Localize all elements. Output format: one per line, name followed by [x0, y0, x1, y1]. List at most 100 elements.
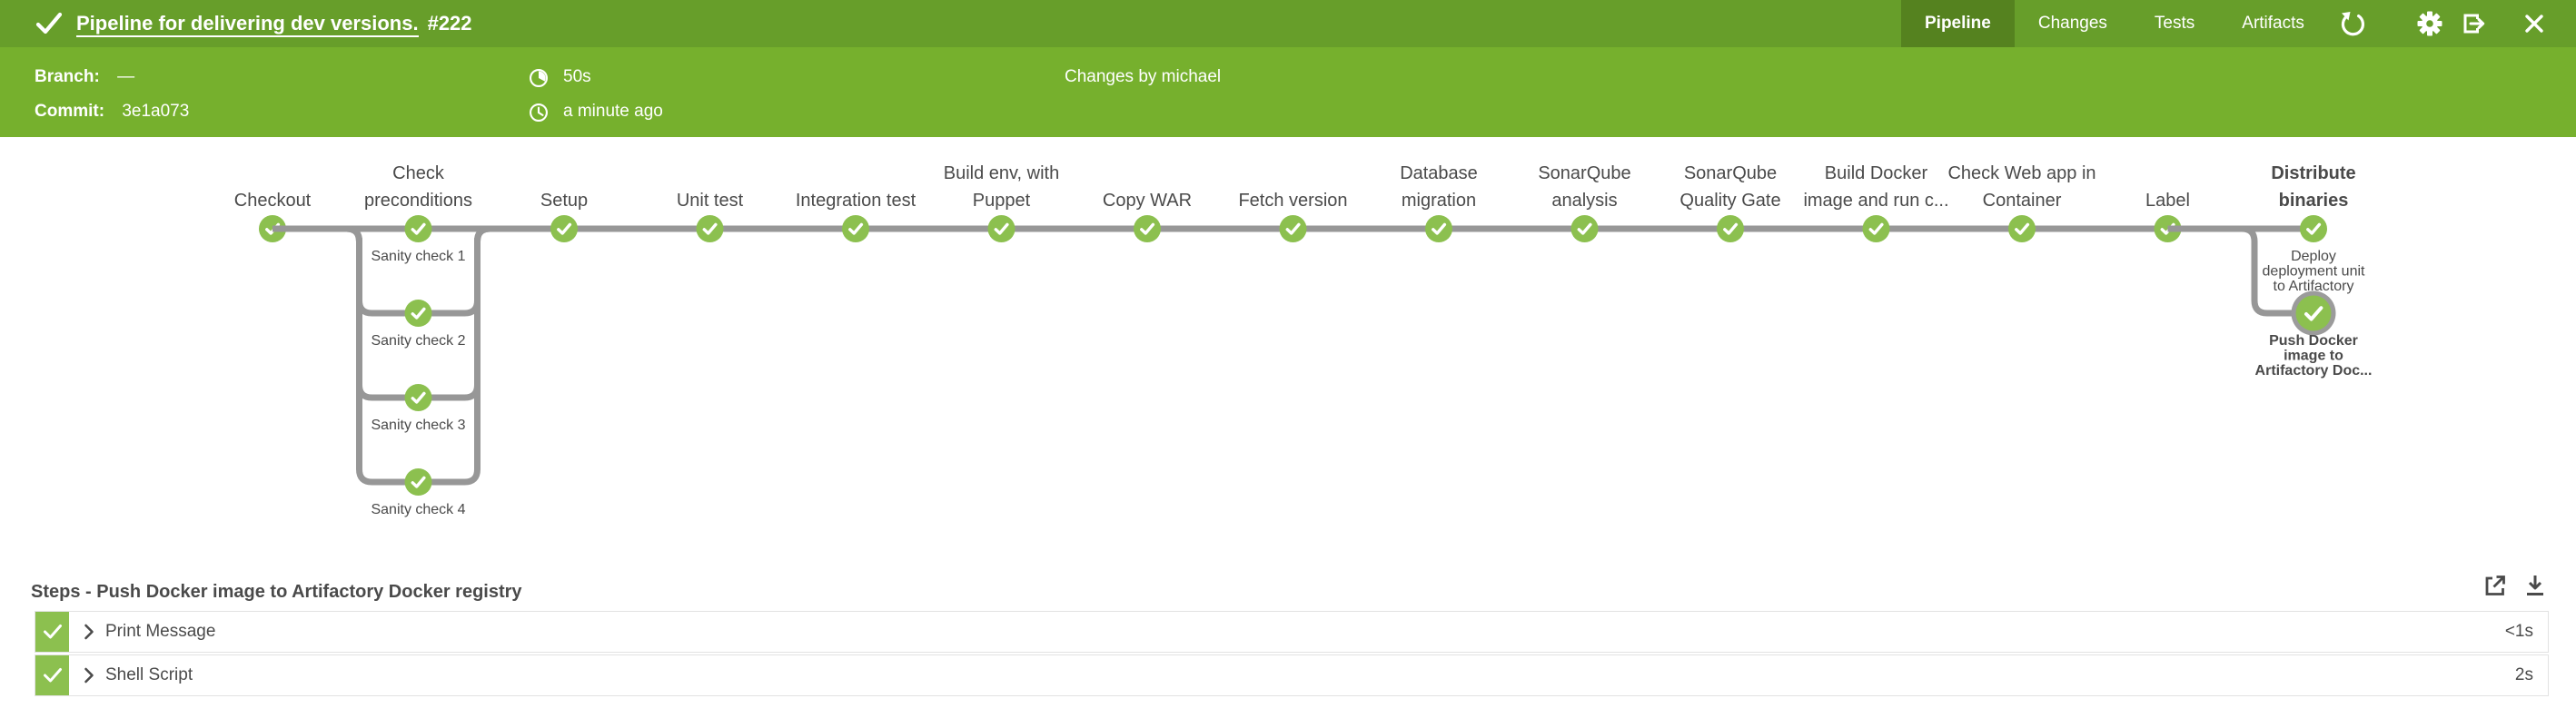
stage-node[interactable]: [1570, 215, 1599, 242]
node-check-icon: [1432, 222, 1447, 235]
stage-label: Database: [1400, 163, 1478, 183]
pipeline-edge: [272, 225, 419, 486]
pipeline-edge: [2167, 225, 2313, 317]
stage-label: analysis: [1551, 191, 1617, 211]
stage-label: Build env, with: [944, 163, 1059, 183]
run-duration: 50s: [563, 67, 591, 86]
stage-label: migration: [1402, 191, 1476, 211]
step-row[interactable]: Print Message<1s: [35, 611, 2549, 653]
stage-node[interactable]: [1134, 215, 1161, 242]
open-in-new-icon[interactable]: [2481, 571, 2510, 602]
clock-icon: [530, 103, 548, 122]
stage-label: Unit test: [677, 191, 744, 211]
node-check-icon: [411, 391, 426, 404]
rerun-icon[interactable]: [2338, 9, 2367, 38]
stage-node[interactable]: [404, 468, 432, 496]
stage-label: Container: [1983, 191, 2062, 211]
step-duration: <1s: [2504, 622, 2533, 641]
node-check-icon: [1140, 222, 1155, 235]
stage-node[interactable]: [404, 300, 432, 327]
step-check-icon: [43, 625, 62, 639]
stage-node[interactable]: [987, 215, 1016, 242]
node-check-icon: [994, 222, 1009, 235]
run-time-ago: a minute ago: [563, 102, 663, 121]
parallel-branch-label: Artifactory Doc...: [2255, 363, 2373, 379]
stage-label: Integration test: [796, 191, 916, 211]
parallel-branch-label: Sanity check 4: [371, 502, 465, 517]
pipeline-name-link[interactable]: Pipeline for delivering dev versions.: [76, 12, 419, 37]
node-check-icon: [1868, 222, 1884, 235]
pipeline-edge: [272, 225, 419, 317]
commit-info: Commit: 3e1a073: [35, 102, 189, 122]
parallel-branch-label: Deploy: [2291, 249, 2336, 264]
parallel-branch-label: image to: [2284, 349, 2343, 364]
node-check-icon: [702, 222, 718, 235]
branch-label: Branch:: [35, 67, 100, 86]
parallel-branch-label: to Artifactory: [2274, 279, 2354, 294]
stage-label: Distribute: [2271, 163, 2355, 183]
stage-node[interactable]: [2300, 215, 2327, 242]
settings-icon[interactable]: [2415, 9, 2444, 38]
stage-label: Quality Gate: [1679, 191, 1780, 211]
stage-label: binaries: [2279, 191, 2349, 211]
node-check-icon: [411, 307, 426, 320]
step-status-success: [35, 655, 69, 695]
step-status-success: [35, 612, 69, 652]
stage-node[interactable]: [696, 215, 724, 242]
success-check-icon: [35, 12, 63, 34]
stage-label: Copy WAR: [1103, 191, 1192, 211]
chevron-right-icon[interactable]: [84, 624, 94, 640]
step-check-icon: [43, 668, 62, 683]
download-icon[interactable]: [2521, 571, 2550, 602]
tab-tests[interactable]: Tests: [2154, 14, 2195, 33]
stage-label: Build Docker: [1825, 163, 1928, 183]
run-number: #222: [427, 12, 472, 34]
node-check-icon: [1285, 222, 1301, 235]
stage-node[interactable]: [2008, 215, 2036, 242]
stage-node[interactable]: [550, 215, 578, 242]
stage-node[interactable]: [842, 215, 869, 242]
parallel-branch-label: Sanity check 1: [371, 249, 465, 264]
stage-node-selected[interactable]: [2295, 295, 2332, 331]
stage-node[interactable]: [404, 215, 432, 242]
chevron-right-icon[interactable]: [84, 667, 94, 684]
pipeline-edge: [418, 225, 564, 317]
stage-label: Puppet: [973, 191, 1031, 211]
steps-heading: Steps - Push Docker image to Artifactory…: [31, 582, 522, 602]
stage-node[interactable]: [1425, 215, 1452, 242]
stage-label: image and run c...: [1803, 191, 1948, 211]
node-check-icon: [2306, 222, 2322, 235]
duration-stopwatch-icon: [530, 69, 548, 87]
parallel-branch-label: deployment unit: [2263, 264, 2366, 280]
stage-node[interactable]: [1862, 215, 1890, 242]
stage-label: Check Web app in: [1947, 163, 2095, 183]
changes-author: Changes by michael: [1065, 67, 1222, 86]
stage-label: Fetch version: [1238, 191, 1347, 211]
tab-artifacts[interactable]: Artifacts: [2242, 14, 2304, 33]
tab-changes[interactable]: Changes: [2037, 14, 2107, 33]
branch-info: Branch: —: [35, 67, 134, 87]
node-check-icon: [2015, 222, 2030, 235]
stage-label: SonarQube: [1538, 163, 1630, 183]
node-check-icon: [1577, 222, 1592, 235]
close-icon[interactable]: [2520, 9, 2549, 38]
stage-label: preconditions: [364, 191, 472, 211]
stage-label: Checkout: [234, 191, 312, 211]
pipeline-edge: [418, 225, 564, 486]
parallel-branch-label: Push Docker: [2269, 333, 2358, 349]
tab-pipeline[interactable]: Pipeline: [1901, 0, 2015, 47]
node-check-icon: [2304, 306, 2323, 321]
commit-label: Commit:: [35, 102, 105, 121]
exit-icon[interactable]: [2459, 9, 2488, 38]
parallel-branch-label: Sanity check 3: [371, 418, 465, 433]
stage-node[interactable]: [1717, 215, 1744, 242]
stage-node[interactable]: [404, 384, 432, 411]
stage-label: Check: [392, 163, 445, 183]
stage-label: Setup: [540, 191, 588, 211]
stage-label: SonarQube: [1684, 163, 1777, 183]
tab-strip: Pipeline Changes Tests Artifacts: [1901, 0, 2328, 47]
stage-node[interactable]: [1279, 215, 1307, 242]
